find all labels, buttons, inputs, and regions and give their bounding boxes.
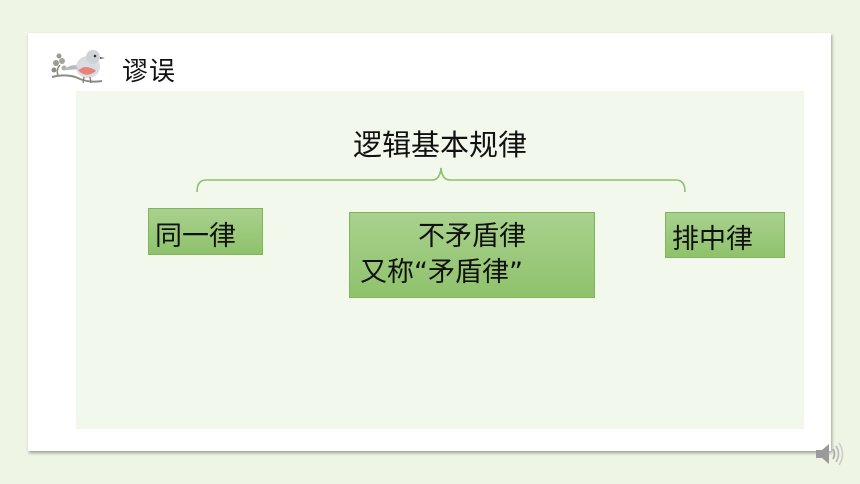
bird-on-branch-icon <box>51 50 105 84</box>
content-area: 逻辑基本规律 同一律 不矛盾律 又称“矛盾律” 排中律 <box>76 91 804 429</box>
law-box-identity: 同一律 <box>148 208 263 255</box>
law-label-identity: 同一律 <box>155 221 236 252</box>
speaker-icon[interactable] <box>812 438 846 470</box>
slide-canvas: 谬误 逻辑基本规律 同一律 不矛盾律 又称“矛盾律” 排中律 <box>28 33 831 451</box>
curly-brace-connector <box>196 167 686 193</box>
law-box-non-contradiction: 不矛盾律 又称“矛盾律” <box>349 212 595 298</box>
law-alias-non-contradiction: 又称“矛盾律” <box>360 257 523 288</box>
law-label-non-contradiction: 不矛盾律 <box>418 221 526 252</box>
law-box-excluded-middle: 排中律 <box>665 212 785 258</box>
slide-title: 谬误 <box>122 57 177 87</box>
law-label-excluded-middle: 排中律 <box>672 224 753 255</box>
diagram-heading: 逻辑基本规律 <box>352 128 527 162</box>
